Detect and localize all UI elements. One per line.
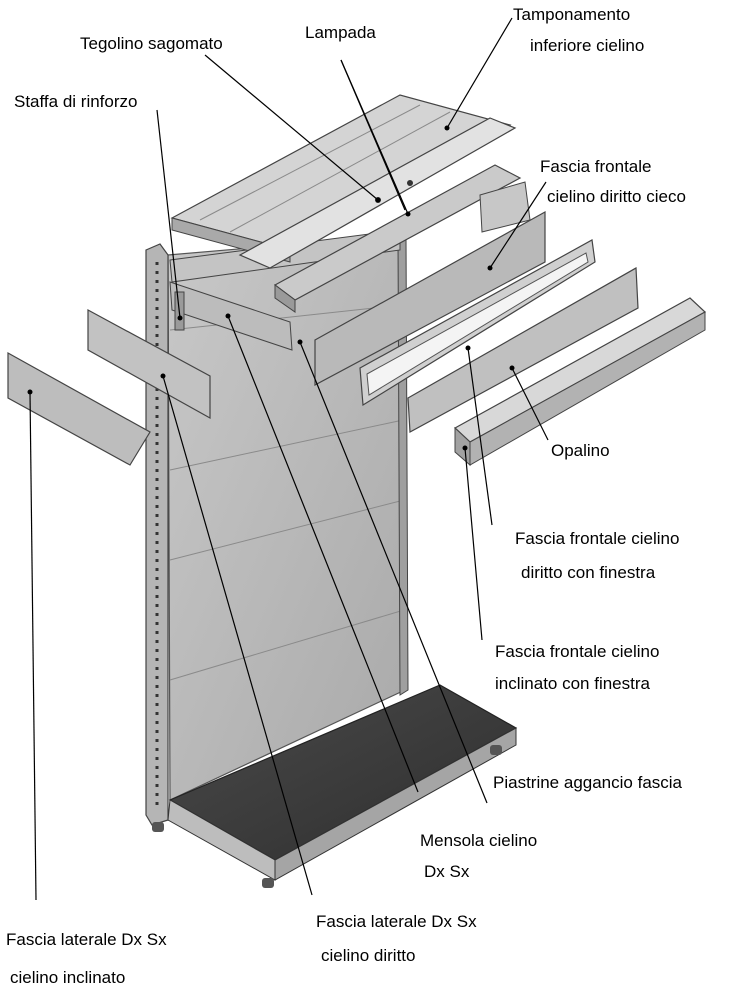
leader-fascia-inclinato <box>464 447 483 641</box>
label-piastrine: Piastrine aggancio fascia <box>493 773 683 792</box>
leader-lat-inclinato <box>29 391 37 901</box>
leader-fascia-finestra <box>467 347 493 526</box>
tamponamento-plate <box>170 94 512 263</box>
label-lat-diritto-2: cielino diritto <box>321 946 416 965</box>
leader-tegolino <box>204 54 379 201</box>
label-lat-incl-2: cielino inclinato <box>10 968 126 987</box>
label-fascia-incl-1: Fascia frontale cielino <box>495 642 660 661</box>
label-fascia-finestra-2: diritto con finestra <box>521 563 656 582</box>
label-fascia-cieco-2: cielino diritto cieco <box>547 187 686 206</box>
leader-dots <box>27 125 515 451</box>
leader-opalino <box>511 367 549 441</box>
label-tamponamento-1: Tamponamento <box>513 5 631 24</box>
label-lat-diritto-1: Fascia laterale Dx Sx <box>316 912 477 931</box>
label-opalino: Opalino <box>551 441 610 460</box>
lampada-rail <box>273 164 522 313</box>
label-mensola-1: Mensola cielino <box>420 831 538 850</box>
label-lampada: Lampada <box>305 23 376 42</box>
leader-lat-diritto <box>162 375 313 896</box>
fascia-laterale-inclinato <box>7 351 151 466</box>
label-mensola-2: Dx Sx <box>424 862 470 881</box>
fascia-frontale-cieco <box>314 181 546 387</box>
label-fascia-finestra-1: Fascia frontale cielino <box>515 529 680 548</box>
fascia-laterale-diritto <box>87 308 211 420</box>
leader-fascia-cieco <box>489 181 547 269</box>
leader-piastrine <box>299 341 488 804</box>
fascia-frontale-finestra <box>359 239 596 407</box>
label-tegolino: Tegolino sagomato <box>80 34 223 53</box>
label-fascia-cieco-1: Fascia frontale <box>540 157 652 176</box>
leader-tamponamento <box>446 17 513 129</box>
label-fascia-incl-2: inclinato con finestra <box>495 674 650 693</box>
left-upright <box>145 243 169 826</box>
leader-lampada-2 <box>340 59 406 211</box>
leader-mensola <box>227 315 419 793</box>
base-shelf <box>152 684 518 888</box>
label-staffa: Staffa di rinforzo <box>14 92 138 111</box>
leader-staffa <box>156 109 181 319</box>
fascia-frontale-inclinato <box>407 266 639 433</box>
leader-lines <box>29 17 549 901</box>
label-lat-incl-1: Fascia laterale Dx Sx <box>6 930 167 949</box>
label-tamponamento-2: inferiore cielino <box>530 36 645 55</box>
